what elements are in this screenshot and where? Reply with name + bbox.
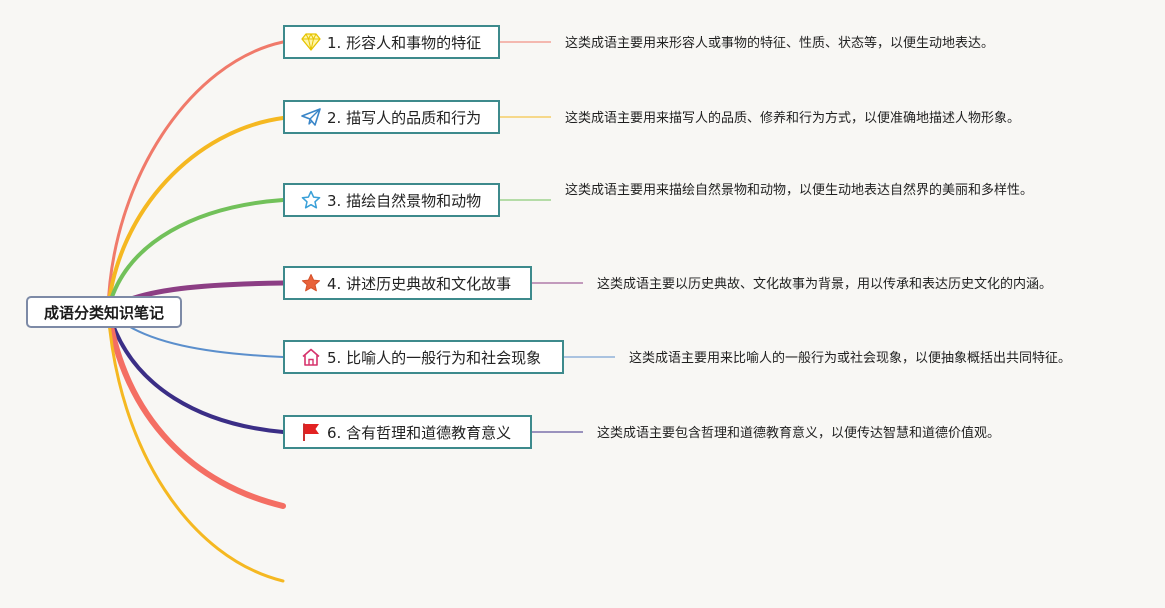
branch-3 bbox=[106, 198, 285, 312]
topic-5-label: 5. 比喻人的一般行为和社会现象 bbox=[327, 348, 542, 367]
topic-4[interactable]: 4. 讲述历史典故和文化故事 bbox=[283, 266, 532, 300]
topic-3[interactable]: 3. 描绘自然景物和动物 bbox=[283, 183, 500, 217]
topic-6-label: 6. 含有哲理和道德教育意义 bbox=[327, 423, 512, 442]
topic-3-label: 3. 描绘自然景物和动物 bbox=[327, 191, 482, 210]
paper-plane-icon bbox=[301, 107, 321, 127]
topic-2-note: 这类成语主要用来描写人的品质、修养和行为方式，以便准确地描述人物形象。 bbox=[565, 111, 1021, 126]
branch-6 bbox=[106, 308, 285, 434]
branch-8 bbox=[106, 308, 285, 583]
star-outline-icon bbox=[301, 190, 321, 210]
topic-1[interactable]: 1. 形容人和事物的特征 bbox=[283, 25, 500, 59]
topic-4-label: 4. 讲述历史典故和文化故事 bbox=[327, 274, 512, 293]
flag-icon bbox=[301, 422, 321, 442]
topic-1-note: 这类成语主要用来形容人或事物的特征、性质、状态等，以便生动地表达。 bbox=[565, 36, 995, 51]
topic-6[interactable]: 6. 含有哲理和道德教育意义 bbox=[283, 415, 532, 449]
home-icon bbox=[301, 347, 321, 367]
topic-1-label: 1. 形容人和事物的特征 bbox=[327, 33, 482, 52]
branch-2 bbox=[106, 116, 285, 312]
root-topic[interactable]: 成语分类知识笔记 bbox=[26, 296, 182, 328]
topic-2-label: 2. 描写人的品质和行为 bbox=[327, 108, 482, 127]
topic-5-note: 这类成语主要用来比喻人的一般行为或社会现象，以便抽象概括出共同特征。 bbox=[629, 351, 1072, 366]
topic-3-note: 这类成语主要用来描绘自然景物和动物，以便生动地表达自然界的美丽和多样性。 bbox=[565, 183, 1034, 198]
star-filled-icon bbox=[301, 273, 321, 293]
topic-2[interactable]: 2. 描写人的品质和行为 bbox=[283, 100, 500, 134]
topic-5[interactable]: 5. 比喻人的一般行为和社会现象 bbox=[283, 340, 564, 374]
root-title: 成语分类知识笔记 bbox=[43, 303, 164, 322]
topic-4-note: 这类成语主要以历史典故、文化故事为背景，用以传承和表达历史文化的内涵。 bbox=[597, 277, 1053, 292]
branch-7 bbox=[105, 307, 286, 509]
topic-6-note: 这类成语主要包含哲理和道德教育意义，以便传达智慧和道德价值观。 bbox=[597, 426, 1001, 441]
branch-1 bbox=[106, 40, 285, 312]
diamond-icon bbox=[301, 32, 321, 52]
